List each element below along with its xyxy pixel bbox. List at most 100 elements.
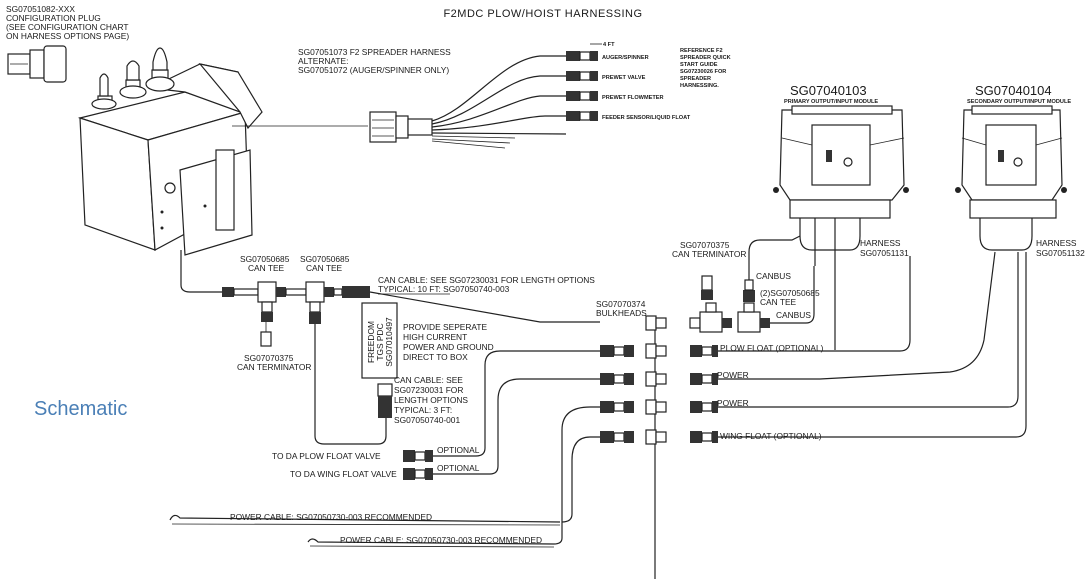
lead-length-label: 4 FT [603,42,615,48]
wing-valve-connector [403,468,490,480]
can-tee-right-2 [737,279,770,333]
bulkhead-connectors [645,315,667,445]
power-note: PROVIDE SEPERATE HIGH CURRENT POWER AND … [403,322,494,362]
svg-text:CAN TERMINATOR: CAN TERMINATOR [237,362,311,372]
feeder-sensor-connector [566,111,598,121]
optional-label-1: OPTIONAL [437,445,480,455]
auger-spinner-label: AUGER/SPINNER [602,55,649,61]
power-cable-wire-2 [561,436,600,523]
plow-valve-connector [403,450,476,462]
secondary-module-pn: SG07040104 [975,83,1052,98]
svg-text:SG07050740-001: SG07050740-001 [394,415,460,425]
config-plug-line: (SEE CONFIGURATION CHART [6,22,129,32]
svg-text:CAN CABLE: SEE: CAN CABLE: SEE [394,375,463,385]
config-plug-line: SG07051082-XXX [6,4,75,14]
spreader-line: SG07051072 (AUGER/SPINNER ONLY) [298,65,449,75]
svg-text:BULKHEADS: BULKHEADS [596,308,647,318]
terminator-left-label: SG07070375 CAN TERMINATOR [237,353,311,372]
prewet-valve-label: PREWET VALVE [602,75,646,81]
diagram-title: F2MDC PLOW/HOIST HARNESSING [443,8,642,20]
svg-text:TYPICAL: 3 FT:: TYPICAL: 3 FT: [394,405,452,415]
power-cable-wire-1 [553,406,600,545]
left-side-connectors [600,345,634,443]
spreader-harness-connector [369,111,433,143]
primary-module-pn: SG07040103 [790,83,867,98]
spreader-line: ALTERNATE: [298,56,348,66]
can-tee-right-label: (2)SG07050685 CAN TEE [760,288,820,307]
controller-with-joysticks [77,47,263,256]
auger-connector [566,51,598,61]
svg-text:HARNESS: HARNESS [1036,238,1077,248]
terminator-right-label: SG07070375 CAN TERMINATOR [672,240,746,259]
canbus-label-2: CANBUS [776,310,811,320]
power-wire-2 [718,252,1019,408]
wing-float-wire [718,252,1027,438]
configuration-plug-label: SG07051082-XXX CONFIGURATION PLUG (SEE C… [6,4,129,41]
power-cable-2: POWER CABLE: SG07050730-003 RECOMMENDED [307,535,555,548]
prewet-flowmeter-label: PREWET FLOWMETER [602,95,664,101]
secondary-module: SG07040104 SECONDARY OUTPUT/INPUT MODULE [955,83,1071,251]
harness-secondary-label: HARNESS SG07051132 [1036,238,1085,258]
svg-text:SPREADER QUICK: SPREADER QUICK [680,55,731,61]
can-cable-main-label: CAN CABLE: SEE SG07230031 FOR LENGTH OPT… [378,275,595,295]
svg-text:FREEDOM: FREEDOM [366,321,376,363]
optional-label-2: OPTIONAL [437,463,480,473]
primary-module-desc: PRIMARY OUTPUT/INPUT MODULE [784,99,878,105]
svg-text:SG07070375: SG07070375 [244,353,294,363]
spreader-line: SG07051073 F2 SPREADER HARNESS [298,47,451,57]
wing-float-label: WING FLOAT (OPTIONAL) [720,431,822,441]
plow-float-valve-label: TO DA PLOW FLOAT VALVE [272,451,381,461]
primary-module: SG07040103 PRIMARY OUTPUT/INPUT MODULE [773,83,909,266]
configuration-plug-icon [7,45,67,83]
svg-text:CAN TEE: CAN TEE [760,297,797,307]
svg-text:CAN TEE: CAN TEE [306,263,343,273]
secondary-module-desc: SECONDARY OUTPUT/INPUT MODULE [967,99,1071,105]
power-cable-label-2: POWER CABLE: SG07050730-003 RECOMMENDED [340,535,542,545]
svg-text:SG07230031 FOR: SG07230031 FOR [394,385,463,395]
svg-text:SG07070374: SG07070374 [596,299,646,309]
svg-text:HARNESS: HARNESS [860,238,901,248]
can-tee-2-label: SG07050685 CAN TEE [300,254,350,273]
power-label-2: POWER [717,398,749,408]
prewet-flowmeter-connector [566,91,598,101]
can-cable-short-label: CAN CABLE: SEE SG07230031 FOR LENGTH OPT… [394,375,468,425]
main-can-cable [369,291,600,323]
svg-text:HIGH CURRENT: HIGH CURRENT [403,332,467,342]
can-tee-2 [285,281,370,324]
can-tee-right-1 [699,302,732,333]
can-tee-1-label: SG07050685 CAN TEE [240,254,290,273]
canbus-wire-loop [748,235,801,280]
svg-text:CAN TEE: CAN TEE [248,263,285,273]
bulkheads-label: SG07070374 BULKHEADS [596,299,647,318]
canbus-label-1: CANBUS [756,271,791,281]
svg-text:SG07050685: SG07050685 [300,254,350,264]
config-plug-line: CONFIGURATION PLUG [6,13,101,23]
svg-text:SPREADER: SPREADER [680,76,711,82]
spreader-lead-connectors [566,51,598,121]
freedom-pdc-box: FREEDOM TGS PDC SG07010497 [361,302,398,379]
power-cable-1: POWER CABLE: SG07050730-003 RECOMMENDED [169,512,561,526]
schematic-side-label: Schematic [34,398,128,420]
joystick-2 [119,60,147,99]
harness-primary-label: HARNESS SG07051131 [860,238,909,258]
svg-text:HARNESSING.: HARNESSING. [680,83,719,89]
plow-float-label: PLOW FLOAT (OPTIONAL) [720,343,824,353]
power-wire-1 [718,251,996,380]
svg-text:START GUIDE: START GUIDE [680,62,718,68]
svg-text:(2)SG07050685: (2)SG07050685 [760,288,820,298]
svg-text:TGS PDC: TGS PDC [375,323,385,360]
plow-float-valve-wire [475,350,600,457]
spreader-harness-label: SG07051073 F2 SPREADER HARNESS ALTERNATE… [298,47,451,75]
reference-note: REFERENCE F2 SPREADER QUICK START GUIDE … [680,48,731,89]
svg-text:CAN CABLE: SEE SG07230031 FOR: CAN CABLE: SEE SG07230031 FOR LENGTH OPT… [378,275,595,285]
svg-text:SG07051131: SG07051131 [860,248,909,258]
svg-text:PROVIDE SEPERATE: PROVIDE SEPERATE [403,322,487,332]
svg-text:SG07050685: SG07050685 [240,254,290,264]
svg-text:TYPICAL: 10 FT: SG07050740-003: TYPICAL: 10 FT: SG07050740-003 [378,284,510,294]
wing-float-valve-wire [489,378,600,475]
power-label-1: POWER [717,370,749,380]
svg-text:SG07230026 FOR: SG07230026 FOR [680,69,726,75]
feeder-sensor-label: FEEDER SENSOR/LIQUID FLOAT [602,115,691,121]
svg-text:SG07051132: SG07051132 [1036,248,1085,258]
